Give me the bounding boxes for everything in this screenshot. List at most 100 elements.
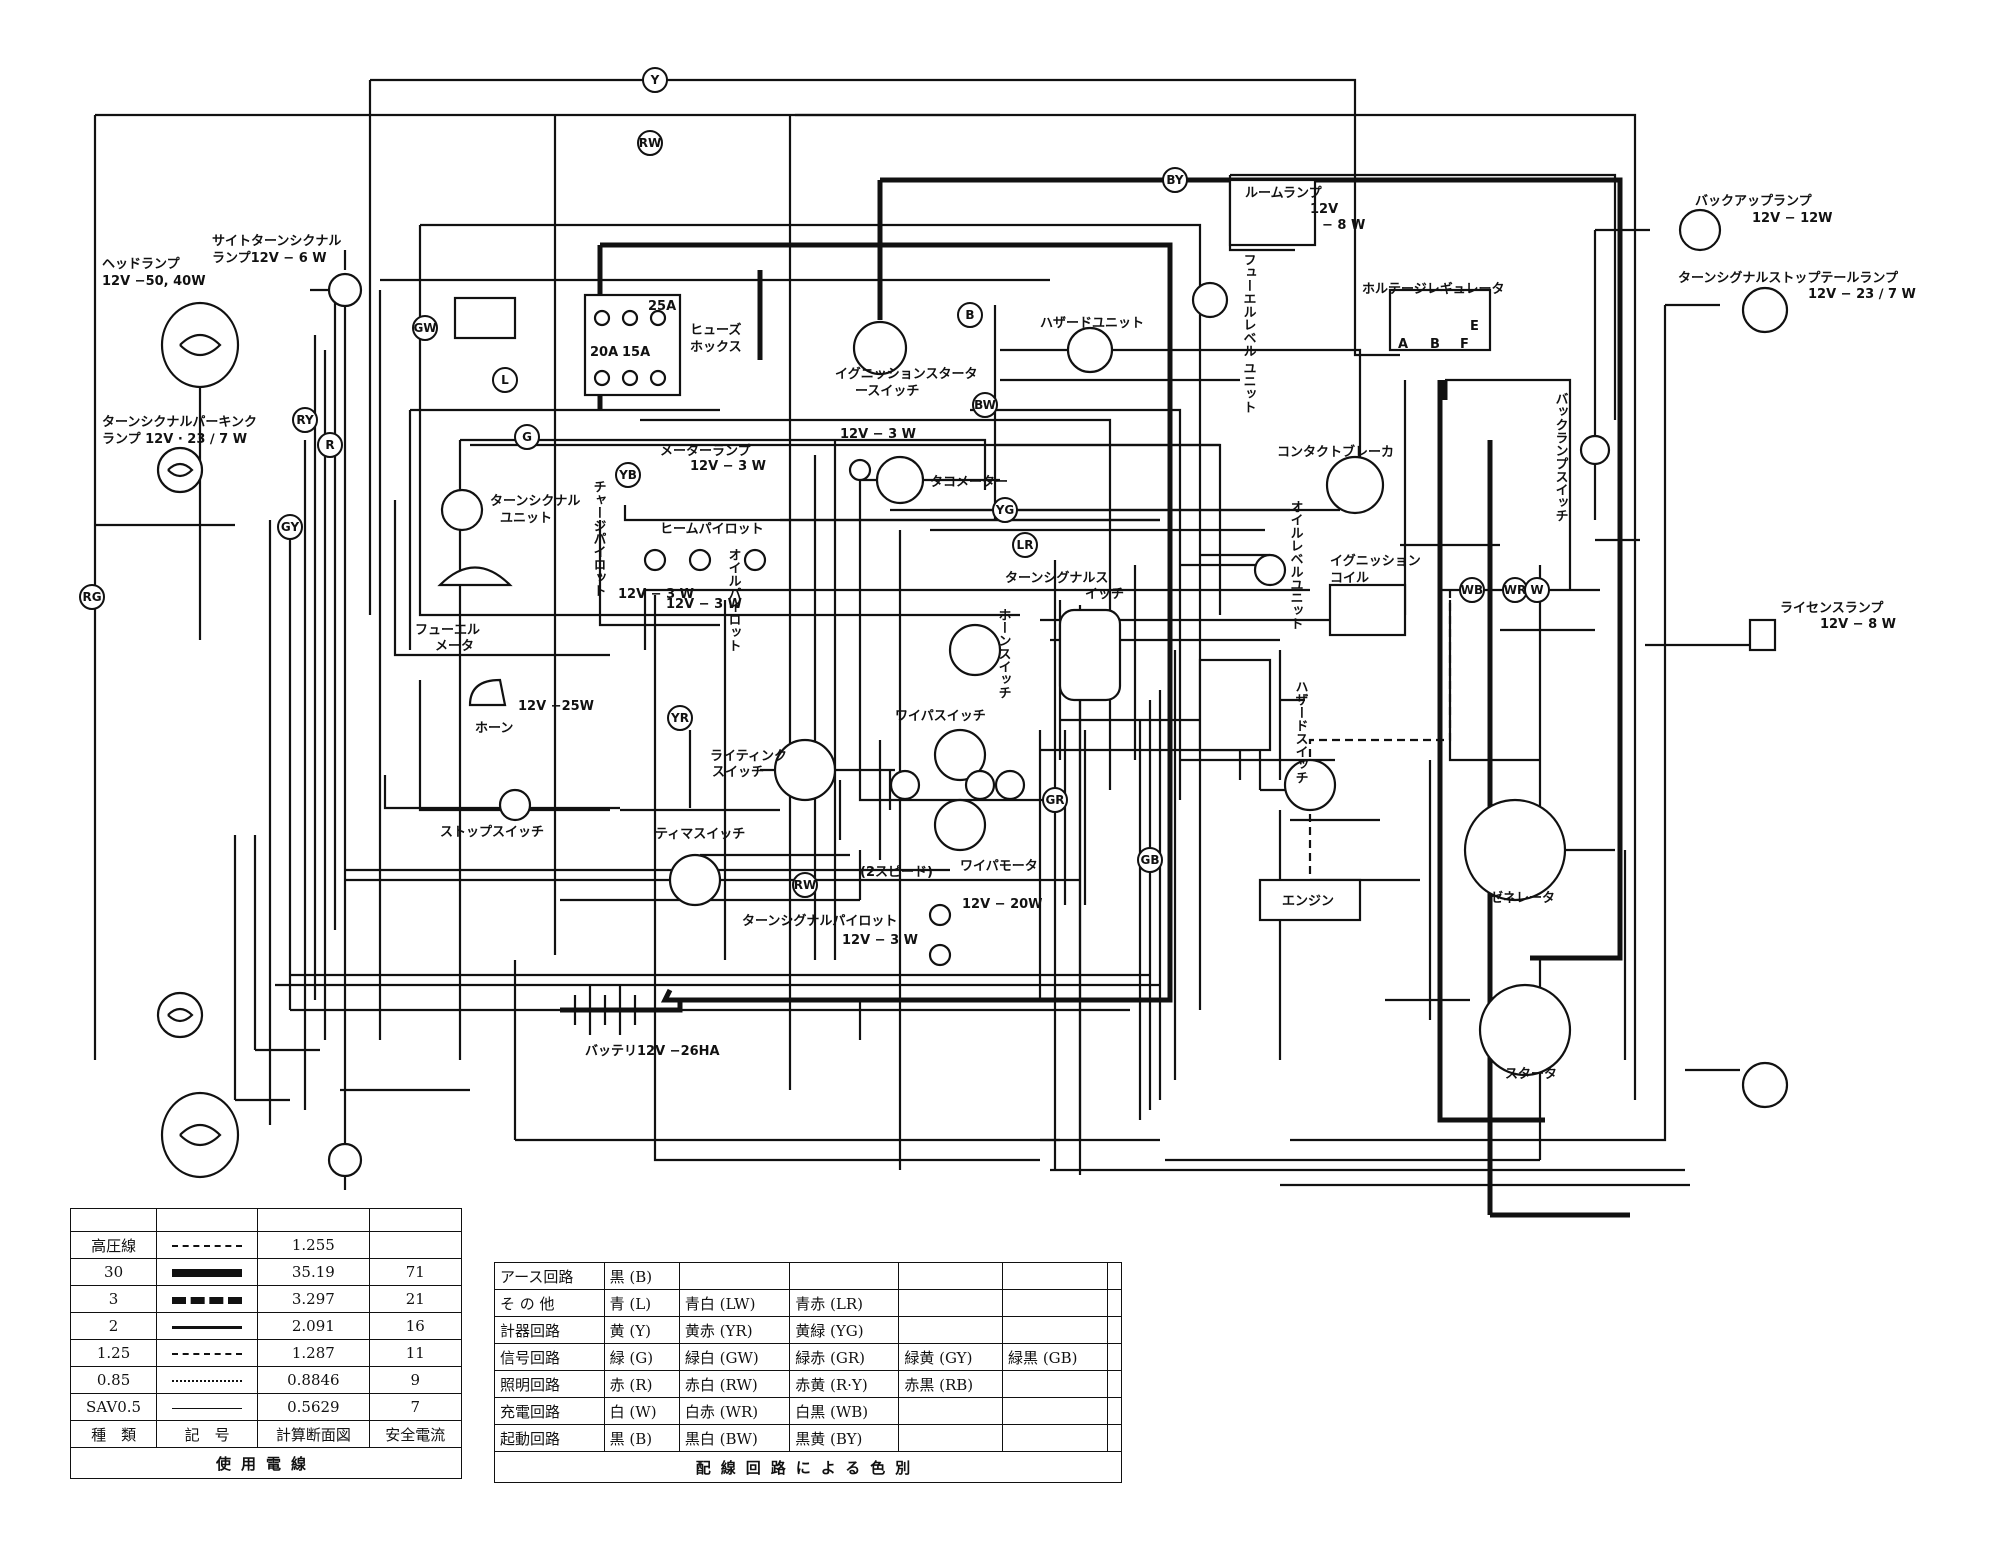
backup-lamp-label: バックアップランプ	[1695, 194, 1813, 209]
color-code-cell	[1002, 1316, 1108, 1344]
license-lamp-label: ライセンスランプ	[1780, 601, 1884, 616]
generator-body	[1463, 798, 1567, 902]
wire-tag-rg: RG	[79, 584, 105, 610]
side-turn-lamp-label: サイトターンシクナル	[212, 234, 341, 249]
color-code-cell	[898, 1316, 1004, 1344]
color-code-cell: 赤 (R)	[603, 1370, 680, 1398]
side-turn-lamp-spec: ランプ12V − 6 W	[212, 251, 327, 266]
table-row: 照明回路赤 (R)赤白 (RW)赤黄 (R·Y)赤黒 (RB)	[494, 1370, 1123, 1398]
reg-terminal-e: E	[1470, 319, 1479, 334]
turn-stop-tail-spec: 12V − 23 ∕ 7 W	[1808, 287, 1916, 302]
circuit-name: 起動回路	[494, 1424, 605, 1452]
color-code-cell	[898, 1424, 1004, 1452]
svg-text:YG: YG	[995, 503, 1015, 517]
charge-pilot-bulb	[643, 548, 667, 572]
meter-lamp-label: メーターランプ	[660, 444, 752, 459]
starter-label: スタータ	[1505, 1067, 1557, 1082]
heater-pilot-bulb	[688, 548, 712, 572]
fuse-box-label-2: ホックス	[690, 340, 742, 355]
horn-switch-label: ホーンスイッチ	[996, 608, 1012, 699]
color-code-cell	[1106, 1397, 1123, 1425]
ignition-switch-label-1: イグニッションスタータ	[835, 366, 977, 382]
backup-switch-label: バックランプスイッチ	[1553, 392, 1569, 522]
hazard-unit-label: ハザードユニット	[1040, 316, 1144, 331]
room-lamp-label: ルームランプ	[1245, 186, 1323, 201]
turn-park-lamp-spec: ランプ 12V · 23 ∕ 7 W	[102, 432, 247, 447]
color-code-cell: 緑黄 (GY)	[898, 1343, 1004, 1371]
color-code-cell	[1106, 1343, 1123, 1371]
turn-pilot-label: ターンシグナルパイロット	[742, 913, 897, 929]
wire-tag-bw: BW	[972, 392, 998, 418]
wire-tag-w: W	[1524, 577, 1550, 603]
color-code-cell	[1002, 1262, 1108, 1290]
circuit-name: 照明回路	[494, 1370, 605, 1398]
wire-tag-gw: GW	[412, 315, 438, 341]
color-code-cell: 黒 (B)	[603, 1424, 680, 1452]
svg-text:RG: RG	[82, 590, 101, 604]
color-code-cell: 黄赤 (YR)	[678, 1316, 791, 1344]
oil-pilot-label: オイルパイロット	[726, 548, 742, 652]
stop-switch-label: ストップスイッチ	[440, 825, 544, 840]
backup-lamp-body	[1678, 208, 1722, 252]
color-code-cell	[1002, 1289, 1108, 1317]
svg-text:BW: BW	[974, 398, 996, 412]
color-code-cell	[678, 1262, 791, 1290]
turn-park-lamp-rear	[156, 991, 204, 1039]
circuit-name: そ の 他	[494, 1289, 605, 1317]
hazard-switch-body	[1198, 658, 1272, 752]
svg-text:GR: GR	[1045, 793, 1064, 807]
wire-tag-wr: WR	[1502, 577, 1528, 603]
fuse-20a: 20A	[590, 345, 618, 360]
color-code-cell: 黄 (Y)	[603, 1316, 680, 1344]
wire-tag-gb: GB	[1137, 847, 1163, 873]
starter-body	[1478, 983, 1572, 1077]
contact-breaker-label: コンタクトブレーカ	[1277, 444, 1394, 460]
reg-terminal-b: B	[1430, 337, 1440, 352]
svg-text:WR: WR	[1504, 583, 1526, 597]
hazard-switch-label: ハザードスイッチ	[1293, 680, 1309, 784]
svg-text:Y: Y	[650, 73, 660, 87]
oil-pilot-bulb	[743, 548, 767, 572]
wire-tag-rw: RW	[792, 872, 818, 898]
color-code-cell: 白赤 (WR)	[678, 1397, 791, 1425]
room-lamp-spec-1: 12V	[1310, 202, 1338, 217]
svg-text:GB: GB	[1141, 853, 1160, 867]
wire-tag-wb: WB	[1459, 577, 1485, 603]
color-code-cell	[1106, 1316, 1123, 1344]
table-row: そ の 他青 (L)青白 (LW)青赤 (LR)	[494, 1289, 1123, 1317]
turn-stop-tail-label: ターンシグナルストップテールランプ	[1678, 270, 1899, 286]
svg-text:YB: YB	[618, 468, 637, 482]
fuse-15a: 15A	[622, 345, 650, 360]
color-code-cell	[1106, 1262, 1123, 1290]
pilot-spec-1: 12V − 3 W	[618, 587, 694, 602]
reg-terminal-f: F	[1460, 337, 1469, 352]
wire-tag-rw: RW	[637, 130, 663, 156]
wire-color-table: アース回路黒 (B)そ の 他青 (L)青白 (LW)青赤 (LR)計器回路黄 …	[494, 1262, 1123, 1483]
wire-tag-yr: YR	[667, 705, 693, 731]
color-code-cell: 緑黒 (GB)	[1002, 1343, 1108, 1371]
circuit-name: 計器回路	[494, 1316, 605, 1344]
oil-level-unit-label: オイルレベルユニット	[1288, 500, 1304, 630]
ignition-coil-body	[1328, 583, 1407, 637]
meter-lamp-bulb	[848, 458, 872, 482]
turn-signal-unit-label-2: ユニット	[500, 511, 552, 526]
stop-switch-body	[498, 788, 532, 822]
backup-lamp-switch	[1579, 434, 1611, 466]
svg-text:L: L	[501, 373, 509, 387]
color-code-cell	[1002, 1397, 1108, 1425]
headlamp-spec: 12V −50, 40W	[102, 274, 206, 289]
color-code-cell: 黒白 (BW)	[678, 1424, 791, 1452]
horn-switch-body	[948, 623, 1002, 677]
color-code-cell: 青赤 (LR)	[789, 1289, 900, 1317]
meter-lamp-spec: 12V − 3 W	[690, 459, 766, 474]
headlamp-left-bottom	[160, 1091, 240, 1179]
wiper-motor-label-2: (2スピード)	[860, 865, 933, 880]
color-code-cell: 赤黒 (RB)	[898, 1370, 1004, 1398]
table-row: アース回路黒 (B)	[494, 1262, 1123, 1290]
turn-pilot-bulb-bottom	[928, 943, 952, 967]
turn-switch-label-1: ターンシグナルス	[1005, 570, 1108, 586]
color-code-cell	[898, 1262, 1004, 1290]
